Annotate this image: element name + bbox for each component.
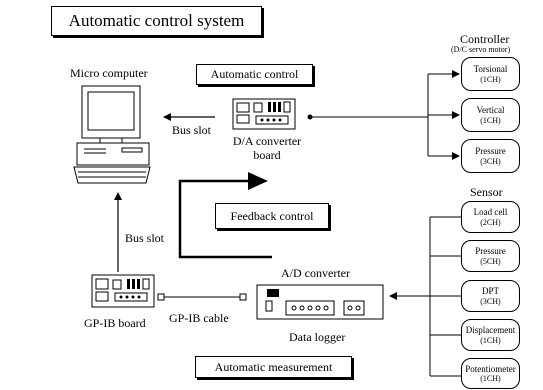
- sensor-ch: (3CH): [480, 296, 501, 306]
- sensor-name: Displacement: [465, 325, 516, 336]
- sensor-displacement: Displacement (1CH): [461, 319, 520, 351]
- automatic-measurement-label: Automatic measurement: [214, 359, 333, 374]
- diagram-title: Automatic control system: [68, 11, 245, 30]
- controller-vertical: Vertical (1CH): [461, 98, 520, 132]
- sensor-ch: (2CH): [480, 217, 501, 227]
- controller-pressure: Pressure (3CH): [461, 139, 520, 173]
- controller-name: Torsional: [473, 64, 508, 75]
- controller-ch: (1CH): [480, 115, 501, 125]
- bus-slot-top-label: Bus slot: [172, 123, 212, 137]
- automatic-measurement-box: Automatic measurement: [195, 356, 352, 378]
- da-converter-text: D/A converter: [232, 134, 302, 148]
- gpib-board-icon: [91, 274, 155, 308]
- sensor-name: Pressure: [475, 246, 506, 257]
- sensor-load-cell: Load cell (2CH): [461, 201, 520, 233]
- data-logger-label: Data logger: [289, 330, 346, 344]
- controller-name: Pressure: [475, 146, 506, 157]
- controller-sub-label: (D/C servo motor): [451, 45, 511, 54]
- sensor-name: DPT: [481, 286, 499, 297]
- sensor-potentiometer: Potentiometer (1CH): [461, 358, 520, 389]
- da-converter-label: D/A converter board: [226, 134, 308, 163]
- computer-icon: [73, 85, 151, 184]
- sensor-name: Potentiometer: [465, 363, 516, 374]
- title-box: Automatic control system: [51, 6, 262, 36]
- da-board-icon: [232, 98, 296, 130]
- data-logger-icon: [256, 284, 384, 320]
- controller-ch: (1CH): [480, 74, 501, 84]
- controller-ch: (3CH): [480, 156, 501, 166]
- automatic-control-box: Automatic control: [196, 64, 313, 85]
- sensor-name: Load cell: [473, 207, 508, 218]
- feedback-control-label: Feedback control: [230, 208, 314, 223]
- controller-label: Controller: [460, 32, 510, 46]
- controller-torsional: Torsional (1CH): [461, 57, 520, 91]
- ad-converter-label: A/D converter: [281, 266, 350, 280]
- feedback-control-box: Feedback control: [215, 203, 329, 229]
- sensor-pressure: Pressure (5CH): [461, 240, 520, 272]
- gpib-cable-label: GP-IB cable: [169, 311, 229, 325]
- sensor-ch: (5CH): [480, 256, 501, 266]
- sensor-dpt: DPT (3CH): [461, 280, 520, 312]
- da-board-text: board: [253, 147, 281, 162]
- sensor-label: Sensor: [470, 185, 503, 199]
- sensor-ch: (1CH): [480, 335, 501, 345]
- sensor-ch: (1CH): [480, 374, 501, 384]
- automatic-control-label: Automatic control: [210, 67, 299, 81]
- bus-slot-left-label: Bus slot: [125, 231, 165, 245]
- controller-name: Vertical: [476, 105, 505, 116]
- gpib-board-label: GP-IB board: [84, 316, 146, 330]
- micro-computer-label: Micro computer: [70, 66, 148, 80]
